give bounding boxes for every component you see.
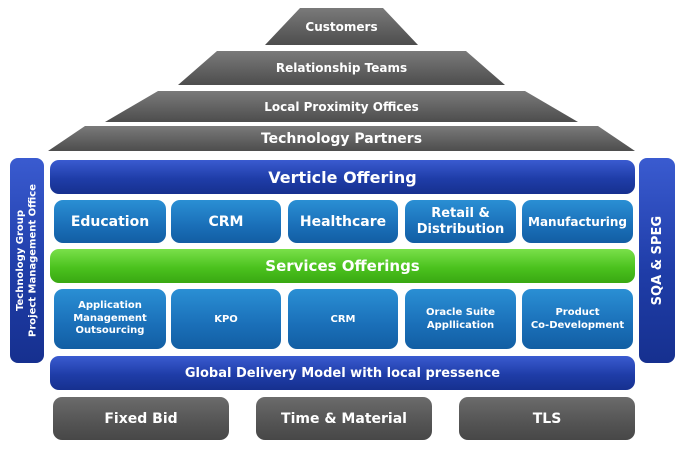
service-item-line3: Outsourcing <box>75 325 145 337</box>
roof-layer-relationship-teams <box>178 51 505 85</box>
vertical-item-education: Education <box>54 200 166 243</box>
vertical-item-label-line2: Distribution <box>416 221 505 237</box>
service-item-crm: CRM <box>288 289 398 349</box>
roof <box>48 8 635 151</box>
technology-partners-label: Technology Partners <box>260 130 423 147</box>
right-pillar-label: SQA & SPEG <box>649 215 665 306</box>
local-proximity-offices-label: Local Proximity Offices <box>264 99 419 114</box>
service-item-line2: Management <box>73 312 147 324</box>
vertical-item-healthcare: Healthcare <box>288 200 398 243</box>
service-item-line1: Application <box>78 300 142 312</box>
left-pillar: Technology Group Project Management Offi… <box>10 158 44 363</box>
service-item-oracle-suite: Oracle Suite Appllication <box>405 289 516 349</box>
service-item-line1: Product <box>555 307 600 318</box>
relationship-teams-label: Relationship Teams <box>275 61 408 75</box>
vertical-item-label: CRM <box>208 213 244 230</box>
foundation-tls: TLS <box>459 397 635 440</box>
vertical-item-crm: CRM <box>171 200 281 243</box>
vertical-item-label-line1: Retail & <box>431 205 490 221</box>
service-item-product-codevelopment: Product Co-Development <box>522 289 633 349</box>
service-item-kpo: KPO <box>171 289 281 349</box>
roof-layer-technology-partners <box>48 126 635 151</box>
vertical-item-label: Education <box>70 213 150 230</box>
left-pillar-line1: Technology Group <box>14 209 26 312</box>
customers-label: Customers <box>305 19 378 34</box>
service-item-application-management: Application Management Outsourcing <box>54 289 166 349</box>
vertical-offering-title: Verticle Offering <box>50 160 635 194</box>
foundation-fixed-bid: Fixed Bid <box>53 397 229 440</box>
vertical-item-manufacturing: Manufacturing <box>522 200 633 243</box>
service-item-line2: Co-Development <box>530 320 625 331</box>
vertical-item-label: Healthcare <box>299 213 387 230</box>
service-item-label: KPO <box>214 313 238 325</box>
foundation-time-material: Time & Material <box>256 397 432 440</box>
service-item-line1: Oracle Suite <box>425 307 496 318</box>
roof-layer-local-proximity-offices <box>105 91 578 122</box>
right-pillar: SQA & SPEG <box>639 158 675 363</box>
vertical-item-retail-distribution: Retail & Distribution <box>405 200 516 243</box>
service-item-label: CRM <box>330 313 356 325</box>
vertical-item-label: Manufacturing <box>528 214 627 229</box>
global-delivery-model: Global Delivery Model with local pressen… <box>50 356 635 390</box>
left-pillar-text: Technology Group Project Management Offi… <box>15 184 40 337</box>
roof-layer-customers <box>265 8 418 45</box>
left-pillar-line2: Project Management Office <box>27 184 38 337</box>
service-item-line2: Appllication <box>426 320 495 331</box>
services-offerings-title: Services Offerings <box>50 249 635 283</box>
